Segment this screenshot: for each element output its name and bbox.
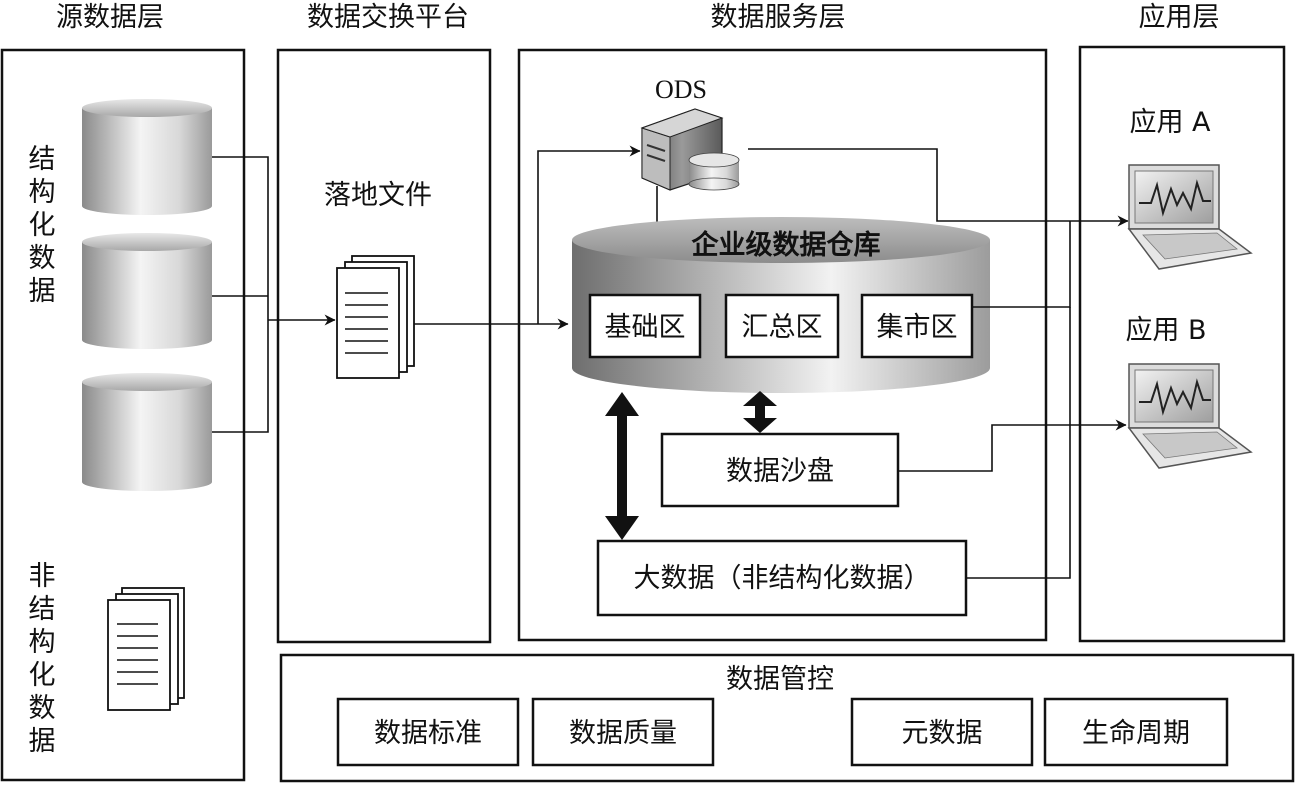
service-layer-panel (517, 48, 1048, 642)
warehouse-title: 企业级数据仓库 (692, 229, 881, 261)
base-zone-box (588, 293, 702, 359)
laptop-icon (1127, 164, 1253, 270)
ods-server-icon (640, 108, 740, 191)
document-stack-icon (107, 587, 185, 711)
app-b-label: 应用 B (1125, 315, 1206, 346)
data-governance-panel (279, 653, 1295, 783)
big-data-label: 大数据（非结构化数据） (634, 563, 931, 594)
data-sandbox-box (660, 432, 900, 508)
unstructured-data-label: 非结构化数据 (29, 561, 56, 757)
exchange-platform-panel (276, 48, 492, 644)
column-title-service: 数据服务层 (711, 2, 846, 33)
metadata-box (850, 697, 1034, 767)
structured-data-cylinder (82, 233, 212, 349)
app-a-label: 应用 A (1129, 107, 1211, 138)
warehouse-bigdata-double-arrow (605, 392, 639, 540)
structured-data-cylinder (82, 373, 212, 491)
source-connector-lines (212, 156, 336, 433)
summary-zone-label: 汇总区 (742, 312, 823, 343)
data-standard-label: 数据标准 (374, 718, 482, 749)
base-zone-label: 基础区 (605, 312, 686, 343)
data-governance-title: 数据管控 (726, 664, 834, 695)
application-layer-panel (1078, 45, 1286, 643)
structured-data-label: 结构化数据 (29, 144, 56, 307)
landing-file-label: 落地文件 (324, 180, 432, 211)
lifecycle-box (1043, 697, 1229, 767)
summary-zone-box (724, 293, 840, 359)
mart-zone-label: 集市区 (877, 312, 958, 343)
column-title-source: 源数据层 (56, 2, 164, 33)
data-standard-box (336, 697, 520, 767)
lifecycle-label: 生命周期 (1082, 718, 1190, 749)
service-to-application-connectors (898, 221, 1127, 579)
source-layer-panel (0, 48, 246, 782)
data-quality-box (531, 697, 715, 767)
data-quality-label: 数据质量 (569, 718, 677, 749)
big-data-box (596, 539, 968, 617)
ods-label: ODS (655, 75, 707, 104)
ods-to-application-connector (748, 148, 1129, 227)
warehouse-sandbox-double-arrow (743, 391, 777, 433)
exchange-to-warehouse-connector (414, 145, 641, 330)
structured-data-cylinder (82, 99, 212, 215)
column-title-application: 应用层 (1139, 2, 1220, 33)
column-title-exchange: 数据交换平台 (307, 2, 469, 33)
data-sandbox-label: 数据沙盘 (726, 456, 834, 487)
mart-zone-box (860, 293, 974, 359)
laptop-icon (1127, 363, 1253, 469)
landing-file-icon (336, 255, 415, 379)
metadata-label: 元数据 (902, 718, 983, 749)
